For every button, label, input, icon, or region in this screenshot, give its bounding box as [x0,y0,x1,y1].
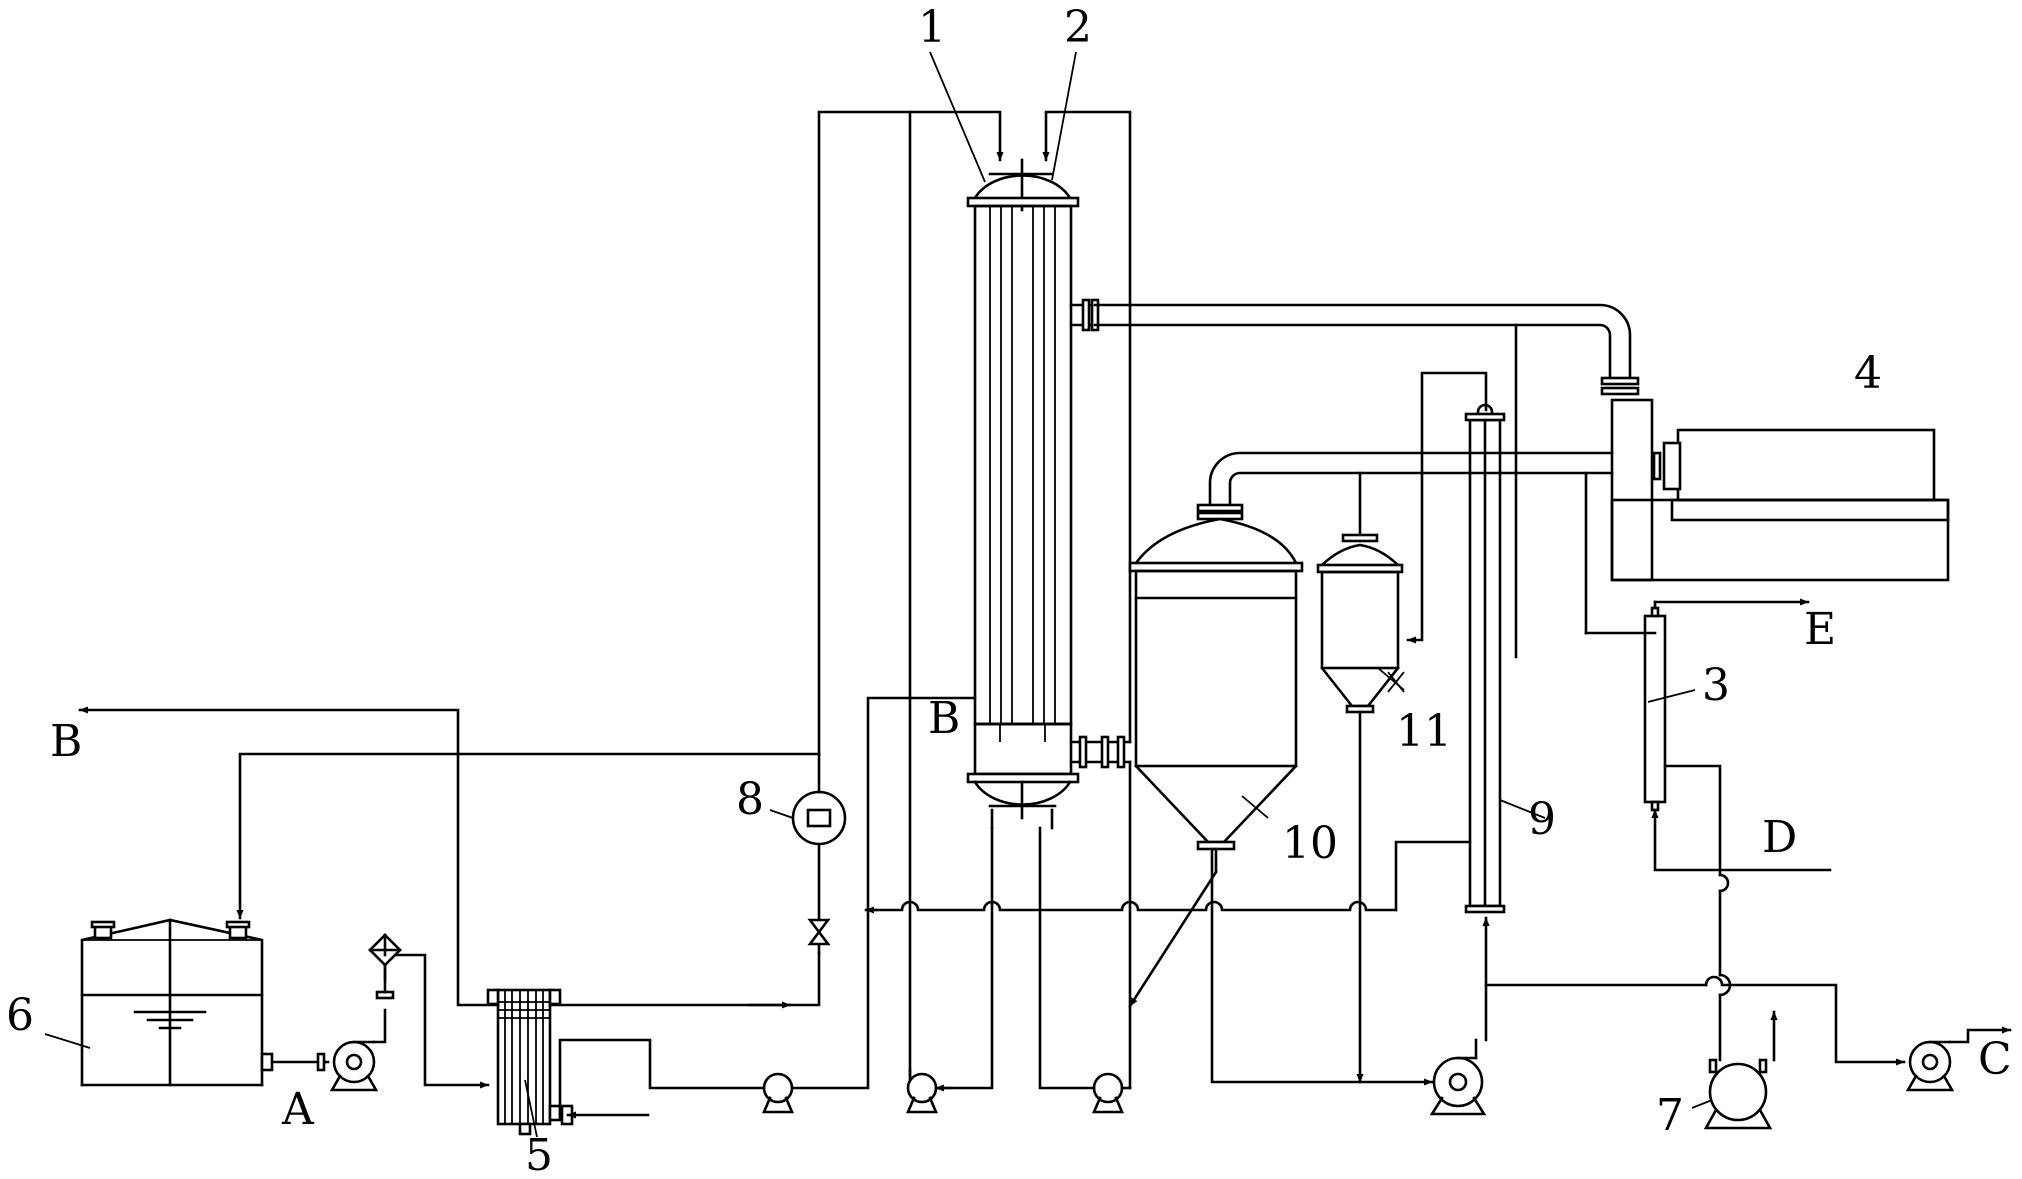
tank-6 [80,918,274,1087]
unit-3-lines [1584,598,1832,1062]
filter [368,933,402,1000]
label-9: 9 [1528,794,1556,845]
leader-lines [44,51,1713,1138]
label-10: 10 [1282,818,1338,869]
line-b-exit [78,706,500,1007]
tank-return-line [236,752,821,920]
pump-head-2 [1092,1072,1124,1114]
feed-line-a [270,953,490,1089]
label-stream-d: D [1762,812,1797,863]
feed-pump-a [329,1040,379,1092]
unit-3 [1643,606,1667,812]
column9-top-line [1406,371,1488,644]
label-stream-c: C [1978,1034,2012,1085]
label-3: 3 [1702,660,1730,711]
column-9 [1464,403,1506,914]
label-6: 6 [6,990,34,1041]
sep10-bottoms [1210,847,1434,1086]
separator-10 [1128,503,1304,851]
label-8: 8 [736,774,764,825]
return-header [864,840,1472,914]
separator-11 [1316,533,1404,714]
head-pump-2-line [1038,826,1096,1090]
label-7: 7 [1656,1090,1684,1141]
pump-column-feed [762,1072,794,1114]
pump-head-1 [906,1072,938,1114]
labels: 1 2 3 4 5 6 7 8 9 10 11 A B C D E [6,2,2012,1179]
pump-c [1905,1040,1955,1092]
label-stream-a: A [281,1084,315,1135]
label-b-column: B [928,693,960,744]
label-4: 4 [1854,348,1882,399]
pump-separator-bottoms [1429,1056,1487,1116]
label-stream-e: E [1804,604,1836,655]
label-stream-b: B [50,716,82,767]
head-pump-1-line [934,826,994,1090]
label-11: 11 [1396,706,1452,757]
label-5: 5 [525,1130,553,1179]
hx-hot-inlet [558,1038,766,1117]
head-feed-lines [817,110,1132,1087]
label-2: 2 [1064,2,1092,53]
separator-vapor-header [1208,451,1657,635]
vacuum-unit [1610,398,1950,582]
evaporator-column [966,158,1132,830]
vacuum-pump-7 [1703,1058,1773,1130]
column-feed-line [790,696,977,1090]
vapor-pipe [1093,303,1640,659]
heat-exchanger-outlet [548,752,847,1009]
label-1: 1 [918,2,946,53]
